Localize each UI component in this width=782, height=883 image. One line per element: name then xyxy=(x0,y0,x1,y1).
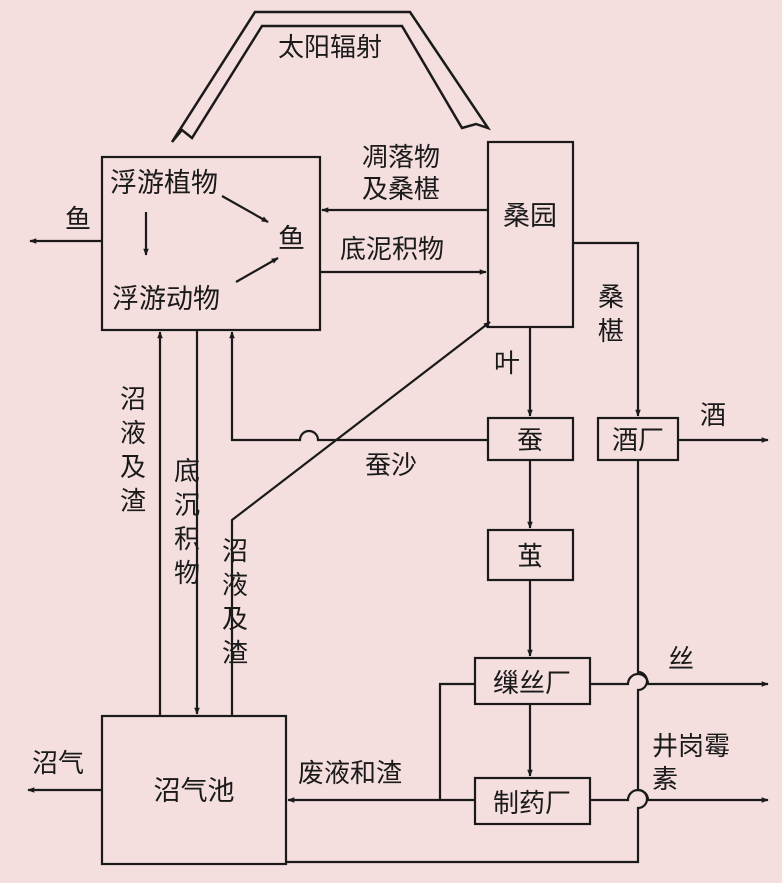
slurry-right-char-4: 渣 xyxy=(222,639,248,669)
fish-output-label: 鱼 xyxy=(65,205,91,235)
mulberry-garden-label-1: 桑园 xyxy=(503,201,557,232)
bottom-sediment-char-2: 沉 xyxy=(174,491,200,521)
sediment-label: 底泥积物 xyxy=(340,235,444,265)
silk-label: 丝 xyxy=(668,645,694,675)
mulberry-fruit-arrow xyxy=(573,241,641,417)
slurry-right-char-2: 液 xyxy=(222,571,248,601)
slurry-left-char-3: 及 xyxy=(120,453,146,483)
withered-label-1: 凋落物 xyxy=(362,143,440,173)
jinggangmycin-output-arrow xyxy=(590,788,769,803)
reeling-waste-line xyxy=(438,682,475,800)
slurry-left-char-4: 渣 xyxy=(120,487,146,517)
plant-to-fish-arrow xyxy=(221,195,269,223)
mulberry-fruit-label-2: 椹 xyxy=(598,317,624,347)
fish-inner-label: 鱼 xyxy=(278,224,305,255)
wine-label: 酒 xyxy=(700,401,726,431)
waste-liquid-label: 废液和渣 xyxy=(298,759,402,789)
slurry-right-char-3: 及 xyxy=(222,605,248,635)
slurry-left-char-1: 沼 xyxy=(120,385,146,415)
silk-output-arrow xyxy=(590,672,769,687)
mulberry-fruit-label-1: 桑 xyxy=(598,283,624,313)
biogas-label: 沼气 xyxy=(32,749,84,779)
slurry-left-char-2: 液 xyxy=(120,419,146,449)
bottom-sediment-char-3: 积 xyxy=(174,525,200,555)
biogas-pit-label: 沼气池 xyxy=(154,776,235,807)
solar-radiation-label: 太阳辐射 xyxy=(278,33,382,63)
reeling-mill-box xyxy=(473,656,592,706)
bottom-sediment-char-4: 物 xyxy=(174,559,200,589)
solar-radiation-arrow xyxy=(170,10,492,143)
winery-waste-line xyxy=(286,460,649,864)
pharma-factory-label: 制药厂 xyxy=(493,789,571,819)
leaf-label: 叶 xyxy=(494,349,520,379)
reeling-mill-label: 缫丝厂 xyxy=(493,669,571,699)
slurry-right-char-1: 沼 xyxy=(222,537,248,567)
plankton-plants-label: 浮游植物 xyxy=(110,168,218,199)
silkworm-label: 蚕 xyxy=(517,426,543,456)
plankton-animals-label: 浮游动物 xyxy=(112,284,220,315)
jinggangmycin-label-1: 井岗霉 xyxy=(652,732,730,762)
bottom-sediment-char-1: 底 xyxy=(174,457,200,487)
silkworm-excrement-label: 蚕沙 xyxy=(365,451,417,481)
slurry-to-garden-line xyxy=(230,321,491,716)
mulberry-garden-box xyxy=(486,140,575,329)
silkworm-excrement-line xyxy=(229,331,488,442)
winery-label: 酒厂 xyxy=(612,426,664,456)
animal-to-fish-arrow xyxy=(235,257,279,283)
pond-box xyxy=(100,155,322,332)
cocoon-label: 茧 xyxy=(517,542,543,572)
jinggangmycin-label-2: 素 xyxy=(652,765,678,795)
withered-label-2: 及桑椹 xyxy=(362,175,440,205)
